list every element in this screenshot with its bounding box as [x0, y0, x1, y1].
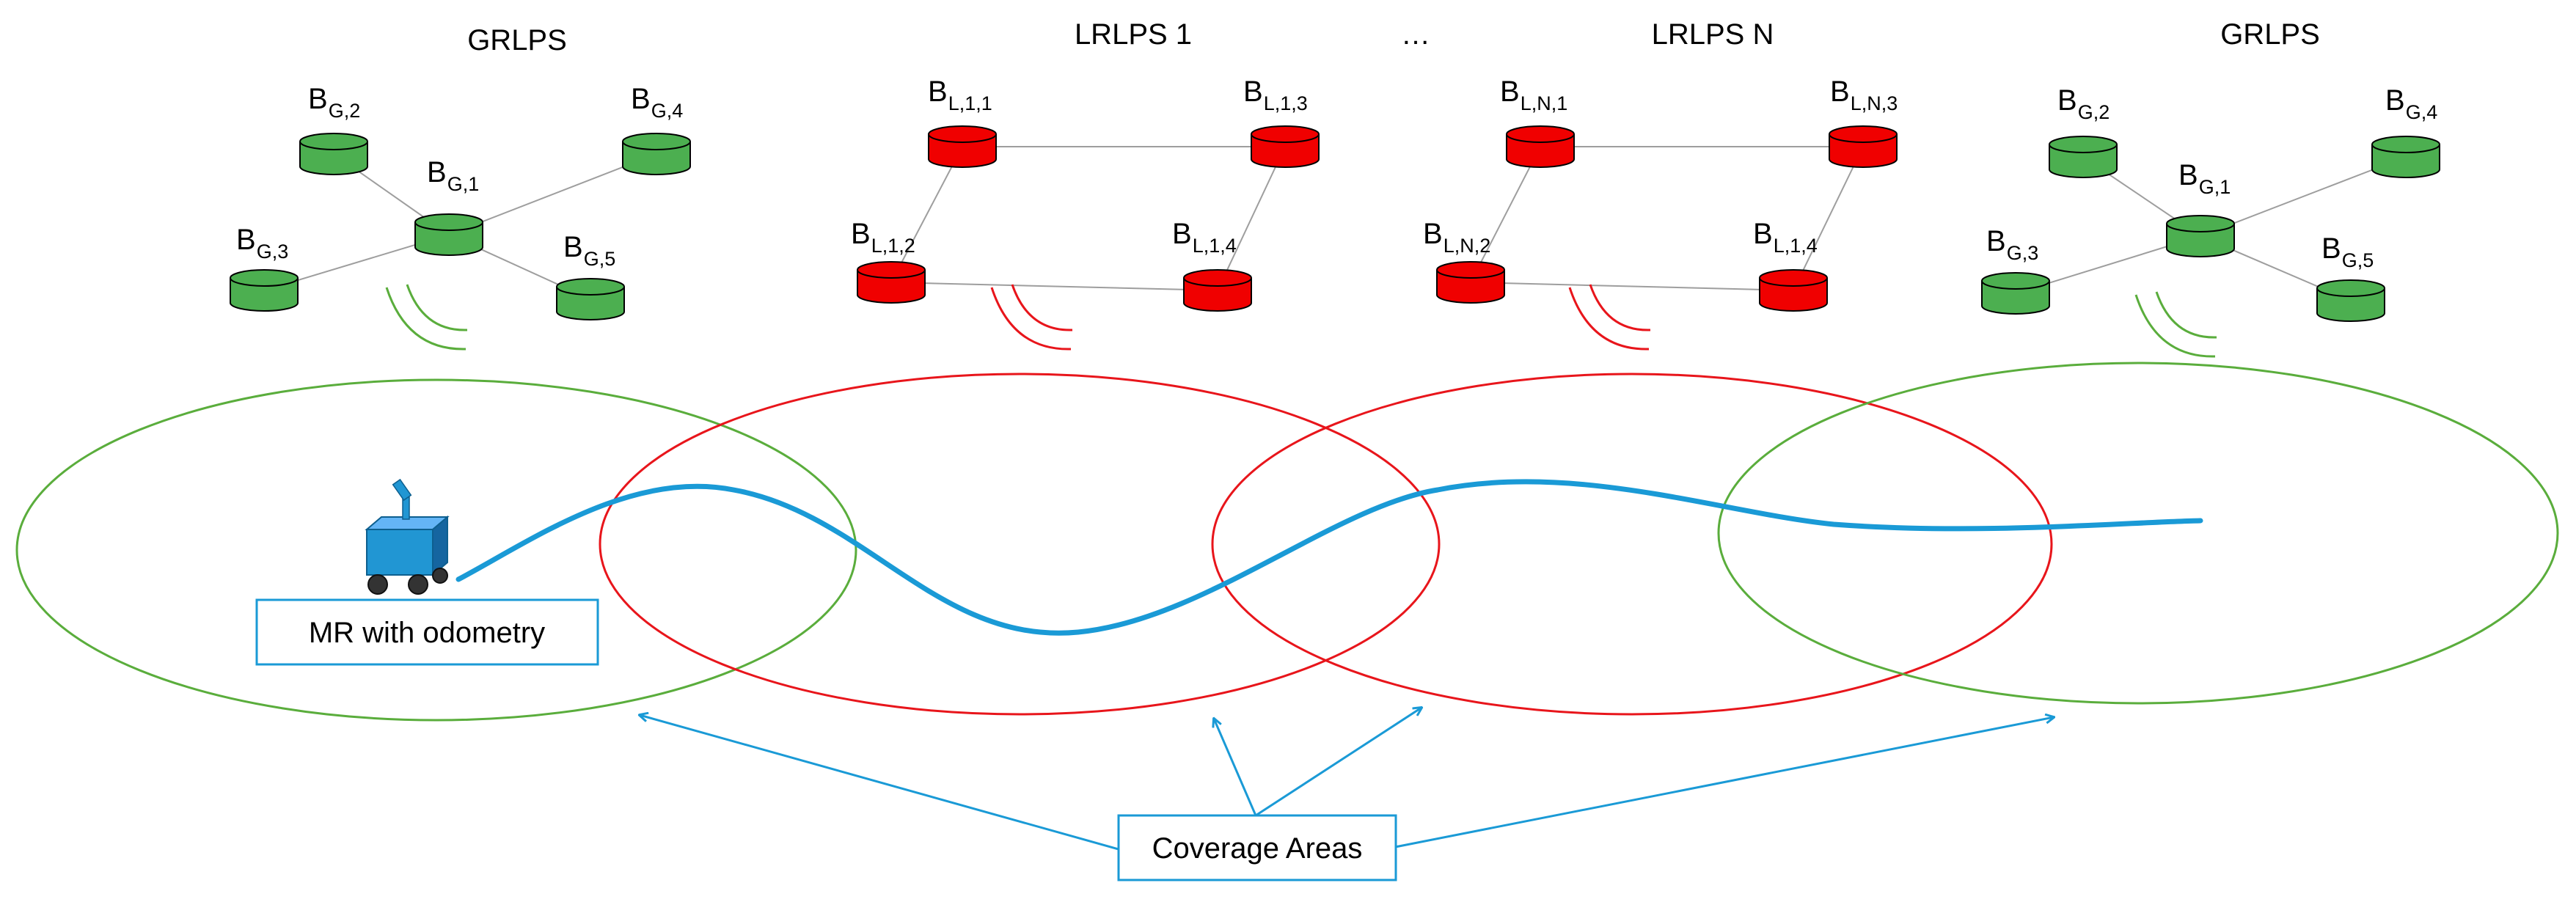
coverage-area-grlps-right	[1717, 362, 2559, 705]
beacon-cylinder-icon	[622, 133, 691, 175]
beacon-cylinder-icon	[2371, 136, 2440, 178]
beacon-label: BL,N,1	[1500, 76, 1567, 114]
beacon-label: BL,1,2	[851, 218, 915, 257]
beacon-label: BL,1,4	[1172, 218, 1237, 257]
beacon-link	[1470, 282, 1794, 291]
coverage-area-grlps-left	[15, 378, 857, 722]
beacon-label: BL,1,3	[1243, 76, 1308, 114]
beacon-link	[1793, 146, 1864, 291]
robot-trajectory	[455, 479, 2203, 636]
coverage-arrows	[640, 708, 2054, 851]
coverage-arrow-left	[640, 715, 1119, 851]
coverage-label-box: Coverage Areas	[1117, 814, 1397, 881]
system-title-grlps-left: GRLPS	[467, 24, 567, 56]
coverage-arrow-center-right	[1255, 708, 1421, 817]
beacon-label: BG,5	[2321, 232, 2374, 271]
beacon-label: BG,2	[2057, 84, 2110, 123]
ellipsis: …	[1401, 18, 1430, 51]
beacon-cylinder-icon	[2316, 279, 2385, 322]
beacon-label: BG,3	[1986, 225, 2038, 264]
system-titles: GRLPS LRLPS 1 … LRLPS N GRLPS	[467, 18, 2320, 56]
system-title-grlps-right: GRLPS	[2220, 18, 2320, 51]
coverage-label: Coverage Areas	[1152, 832, 1363, 865]
mobile-robot-icon	[365, 478, 450, 595]
beacon-cylinder-icon	[1183, 269, 1252, 312]
system-title-lrlps-n: LRLPS N	[1652, 18, 1774, 51]
beacon-cylinder-icon	[857, 261, 926, 304]
beacon-link	[1470, 146, 1541, 283]
signal-waves-icon	[385, 284, 468, 351]
beacon-link	[448, 153, 657, 235]
beacon-label: BG,1	[427, 156, 479, 195]
coverage-arrow-middle	[1214, 719, 1257, 816]
beacon-link	[1217, 146, 1286, 291]
beacon-cylinder-icon	[230, 269, 299, 312]
beacon-label: BL,N,2	[1423, 218, 1490, 257]
beacon-cylinder-icon	[1829, 125, 1898, 168]
beacon-label: BL,1,4	[1753, 218, 1818, 257]
system-title-lrlps-1: LRLPS 1	[1075, 18, 1192, 51]
beacon-label: BG,2	[308, 83, 360, 122]
beacon-network-0: BG,2 BG,4BG,1BG,3 BG,5	[230, 83, 691, 351]
beacon-cylinder-icon	[1506, 125, 1575, 168]
beacon-network-1: BL,1,1 BL,1,3BL,1,2 BL,1,4	[851, 76, 1320, 351]
coverage-arrow-right	[1394, 717, 2054, 848]
beacon-label: BG,3	[236, 224, 288, 263]
beacon-label: BG,4	[2385, 84, 2437, 123]
beacon-cylinder-icon	[2166, 215, 2235, 257]
beacon-cylinder-icon	[1436, 261, 1505, 304]
robot-label: MR with odometry	[309, 617, 545, 649]
beacon-cylinder-icon	[299, 133, 368, 175]
coverage-area-lrlps-1	[599, 373, 1441, 716]
beacon-cylinder-icon	[414, 213, 483, 256]
beacon-cylinder-icon	[1251, 125, 1320, 168]
beacon-link	[890, 282, 1218, 291]
beacon-cylinder-icon	[1981, 272, 2050, 315]
beacon-cylinder-icon	[928, 125, 997, 168]
robot-label-box: MR with odometry	[255, 598, 599, 666]
beacon-label: BG,5	[563, 231, 615, 270]
beacon-link	[890, 146, 963, 283]
beacon-network-2: BL,N,1 BL,N,3BL,N,2 BL,1,4	[1423, 76, 1898, 351]
beacon-label: BL,1,1	[928, 76, 992, 114]
signal-waves-icon	[1568, 284, 1651, 351]
beacon-network-3: BG,2 BG,4BG,1BG,3 BG,5	[1981, 84, 2440, 358]
signal-waves-icon	[2134, 291, 2217, 358]
beacon-label: BG,1	[2178, 159, 2231, 198]
coverage-area-lrlps-n	[1211, 373, 2053, 716]
beacon-cylinder-icon	[556, 278, 625, 320]
beacon-label: BG,4	[631, 83, 683, 122]
beacon-cylinder-icon	[2049, 136, 2118, 178]
beacon-cylinder-icon	[1759, 269, 1828, 312]
signal-waves-icon	[990, 284, 1073, 351]
beacon-label: BL,N,3	[1830, 76, 1898, 114]
coverage-areas	[15, 362, 2559, 722]
